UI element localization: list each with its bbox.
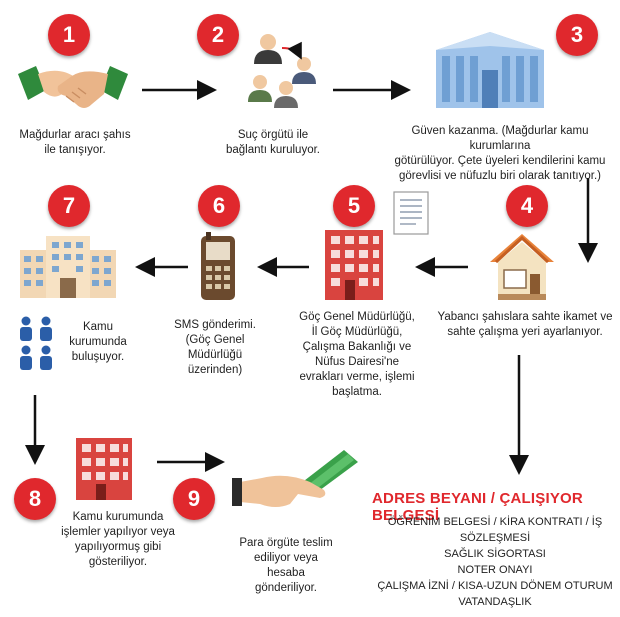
documents-title: ADRES BEYANI / ÇALIŞIYOR BELGESİ [372, 490, 583, 524]
office-building-8-icon [76, 438, 132, 500]
step-7-caption: Kamu kurumunda buluşuyor. [69, 321, 127, 363]
office-building-5-icon [325, 230, 383, 300]
step-8-caption: Kamu kurumunda işlemler yapılıyor veya y… [61, 511, 175, 568]
document-item: NOTER ONAYI [457, 564, 533, 576]
document-icon [393, 191, 429, 235]
document-item: ÖĞRENİM BELGESİ / KİRA KONTRATI / İŞ SÖZ… [387, 516, 603, 544]
step-6-badge: 6 [198, 185, 240, 227]
mobile-phone-icon [201, 232, 235, 300]
handshake-icon [18, 66, 128, 108]
step-5-badge: 5 [333, 185, 375, 227]
government-building-icon [436, 32, 544, 108]
house-icon [490, 234, 554, 300]
step-3-caption: Güven kazanma. (Mağdurlar kamu kurumları… [394, 125, 606, 182]
public-building-icon [20, 236, 116, 298]
step-6-caption: SMS gönderimi. (Göç Genel Müdürlüğü üzer… [174, 319, 256, 376]
step-1-caption: Mağdurlar aracı şahıs ile tanışıyor. [19, 129, 131, 156]
step-4-caption: Yabancı şahıslara sahte ikamet ve sahte … [437, 311, 613, 338]
step-9-caption: Para örgüte teslim ediliyor veya hesaba … [239, 537, 333, 594]
document-item: SAĞLIK SİGORTASI [444, 548, 546, 560]
step-5-caption: Göç Genel Müdürlüğü, İl Göç Müdürlüğü, Ç… [299, 311, 415, 398]
step-8-badge: 8 [14, 478, 56, 520]
step-3-badge: 3 [556, 14, 598, 56]
step-1-badge: 1 [48, 14, 90, 56]
step-2-caption: Suç örgütü ile bağlantı kuruluyor. [226, 129, 320, 156]
step-7-badge: 7 [48, 185, 90, 227]
people-network-icon [248, 34, 316, 108]
document-item: ÇALIŞMA İZNİ / KISA-UZUN DÖNEM OTURUM [377, 580, 613, 592]
step-4-badge: 4 [506, 185, 548, 227]
step-2-badge: 2 [197, 14, 239, 56]
documents-list: ÖĞRENİM BELGESİ / KİRA KONTRATI / İŞ SÖZ… [370, 514, 620, 610]
people-group-icon [20, 316, 52, 370]
document-item: VATANDAŞLIK [458, 596, 532, 608]
money-hand-icon [232, 450, 358, 507]
step-9-badge: 9 [173, 478, 215, 520]
